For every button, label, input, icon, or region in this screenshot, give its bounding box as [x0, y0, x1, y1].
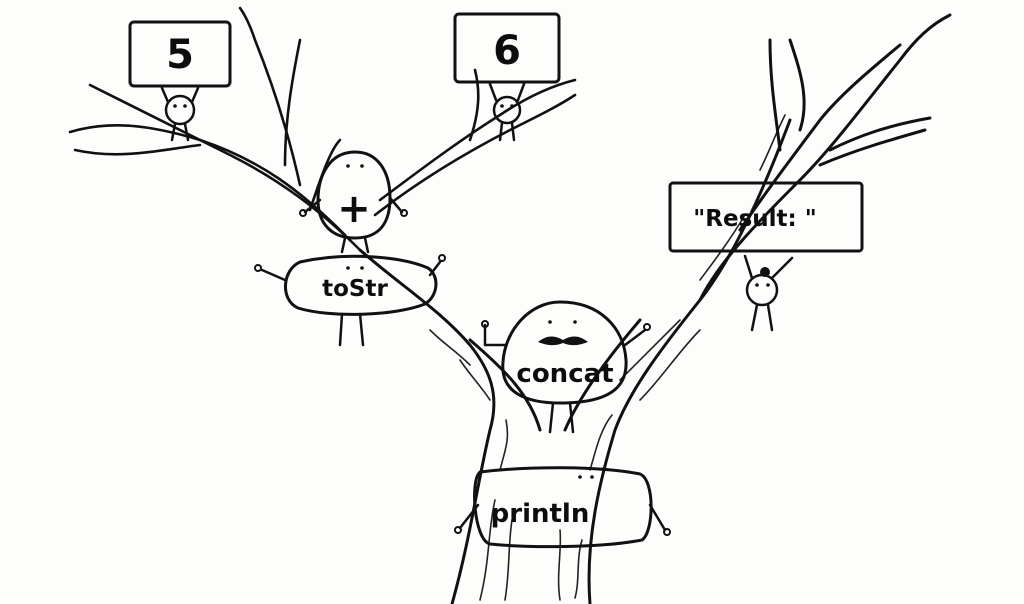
result-string-node: "Result: ": [668, 181, 864, 332]
literal-5-creature: [164, 94, 196, 126]
result-string-creature: [745, 273, 779, 307]
right-branch: [698, 13, 952, 302]
result-string-label: "Result: ": [693, 206, 816, 232]
literal-5-label: 5: [166, 32, 194, 78]
tostr-label: toStr: [322, 276, 388, 302]
literal-5-sign: [128, 20, 232, 88]
concat-label: concat: [516, 359, 613, 389]
concat-node: concat: [481, 300, 651, 434]
literal-5-node: 5: [128, 20, 232, 142]
result-string-sign: [668, 181, 864, 253]
plus-creature-body: [316, 150, 392, 240]
bark-texture: [429, 114, 786, 601]
println-label: println: [491, 499, 590, 529]
literal-6-node: 6: [453, 12, 561, 142]
println-node: println: [454, 466, 671, 549]
tostr-creature-body: [284, 254, 438, 316]
mustache-icon: [538, 336, 588, 346]
println-creature-body: [473, 466, 653, 549]
tostr-node: toStr: [254, 254, 446, 347]
left-branches: [68, 6, 577, 252]
plus-label: +: [337, 186, 371, 232]
literal-6-sign: [453, 12, 561, 84]
concat-creature-body: [501, 300, 628, 405]
literal-6-label: 6: [493, 28, 521, 74]
literal-6-creature: [492, 95, 522, 125]
plus-node: +: [299, 150, 408, 254]
